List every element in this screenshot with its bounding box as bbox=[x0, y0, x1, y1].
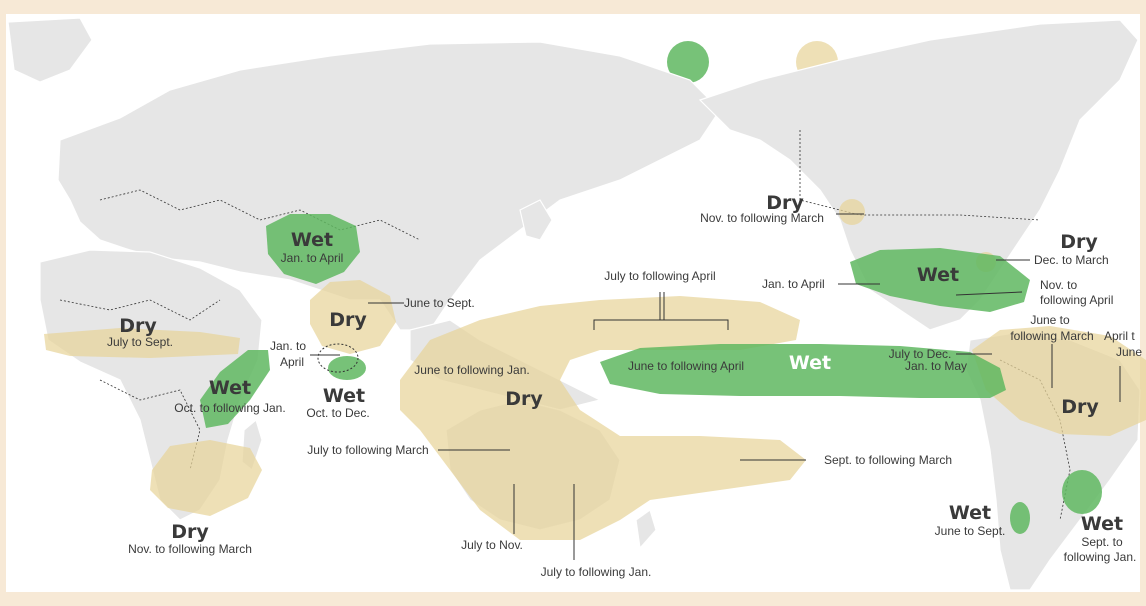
wet-region-southeast-south-america bbox=[1062, 470, 1102, 514]
label-wet-se-sa-period2: following Jan. bbox=[1064, 550, 1137, 564]
label-wet-pacific-june-april: June to following April bbox=[628, 359, 744, 373]
label-wet-se-sa-period1: Sept. to bbox=[1081, 535, 1123, 549]
dry-regions bbox=[44, 199, 1146, 540]
label-dry-nsa-june2: following March bbox=[1010, 329, 1093, 343]
dry-region-sahel bbox=[44, 328, 240, 358]
leader-pacific-bracket bbox=[593, 292, 729, 330]
wet-region-east-africa bbox=[200, 350, 270, 428]
dry-region-australia-indonesia-pacific bbox=[400, 296, 806, 540]
label-wet-india: Wet bbox=[323, 385, 365, 407]
label-wet-east-africa: Wet bbox=[209, 377, 251, 399]
label-dry-south-africa: Dry bbox=[171, 521, 209, 543]
label-dry-pacific-sept-march: Sept. to following March bbox=[824, 453, 952, 467]
label-wet-central-asia: Wet bbox=[291, 229, 333, 251]
label-wet-us-nov: Nov. to bbox=[1040, 278, 1077, 292]
label-wet-india-jan2: April bbox=[280, 355, 304, 369]
label-dry-nsa: Dry bbox=[1061, 396, 1099, 418]
label-dry-se-us-period: Dec. to March bbox=[1034, 253, 1109, 267]
label-dry-australia-july-march: July to following March bbox=[307, 443, 428, 457]
label-wet-india-oct-dec: Oct. to Dec. bbox=[306, 406, 369, 420]
dry-region-west-us bbox=[839, 199, 865, 225]
legend-wet-swatch bbox=[667, 41, 709, 83]
label-dry-nsa-july-dec: July to Dec. bbox=[889, 347, 952, 361]
label-dry-sahel-period: July to Sept. bbox=[107, 335, 173, 349]
map-labels: Dry Nov. to following March Dry Dec. to … bbox=[107, 192, 1142, 579]
label-dry-nsa-april2: June bbox=[1116, 345, 1142, 359]
land-greenland-west bbox=[7, 17, 93, 83]
dry-region-southern-africa bbox=[150, 440, 262, 516]
label-wet-us: Wet bbox=[917, 264, 959, 286]
label-dry-pacific-july-april: July to following April bbox=[604, 269, 715, 283]
border-line-2 bbox=[59, 299, 221, 321]
land-japan bbox=[519, 199, 553, 241]
label-wet-india-jan1: Jan. to bbox=[270, 339, 306, 353]
label-wet-pacific-jan-may: Jan. to May bbox=[905, 359, 967, 373]
label-dry-nsa-april1: April t bbox=[1104, 329, 1135, 343]
label-wet-chile: Wet bbox=[949, 502, 991, 524]
label-wet-east-africa-period: Oct. to following Jan. bbox=[174, 401, 285, 415]
label-dry-nsa-june1: June to bbox=[1030, 313, 1070, 327]
leader-india-circle bbox=[317, 343, 359, 373]
label-dry-australia-july-nov: July to Nov. bbox=[461, 538, 523, 552]
wet-region-india-south bbox=[328, 356, 366, 380]
label-dry-se-us: Dry bbox=[1060, 231, 1098, 253]
dry-region-india bbox=[310, 280, 396, 354]
wet-regions bbox=[200, 214, 1102, 534]
wet-region-chile bbox=[1010, 502, 1030, 534]
leader-us-nov bbox=[955, 291, 1023, 296]
label-dry-indonesia-june-jan: June to following Jan. bbox=[414, 363, 529, 377]
dry-region-northern-south-america bbox=[972, 326, 1146, 436]
border-line-1 bbox=[99, 189, 421, 241]
label-dry-india: Dry bbox=[329, 309, 367, 331]
label-dry-sahel: Dry bbox=[119, 315, 157, 337]
wet-region-south-us-mexico bbox=[850, 248, 1030, 312]
land-new-zealand bbox=[635, 509, 657, 550]
label-dry-south-africa-period: Nov. to following March bbox=[128, 542, 252, 556]
label-wet-us-jan-april: Jan. to April bbox=[762, 277, 825, 291]
wet-region-central-asia bbox=[266, 214, 360, 284]
label-wet-central-asia-period: Jan. to April bbox=[281, 251, 344, 265]
label-wet-pacific: Wet bbox=[789, 352, 831, 374]
label-dry-australia-july-jan: July to following Jan. bbox=[541, 565, 652, 579]
label-wet-us-nov2: following April bbox=[1040, 293, 1113, 307]
wet-region-central-pacific bbox=[600, 344, 1006, 398]
label-dry-west-us-period: Nov. to following March bbox=[700, 211, 824, 225]
leader-lines bbox=[310, 213, 1121, 560]
label-wet-se-sa: Wet bbox=[1081, 513, 1123, 535]
label-wet-chile-period: June to Sept. bbox=[935, 524, 1006, 538]
label-dry-india-june-sept: June to Sept. bbox=[404, 296, 475, 310]
label-dry-australia: Dry bbox=[505, 388, 543, 410]
label-dry-west-us: Dry bbox=[766, 192, 804, 214]
